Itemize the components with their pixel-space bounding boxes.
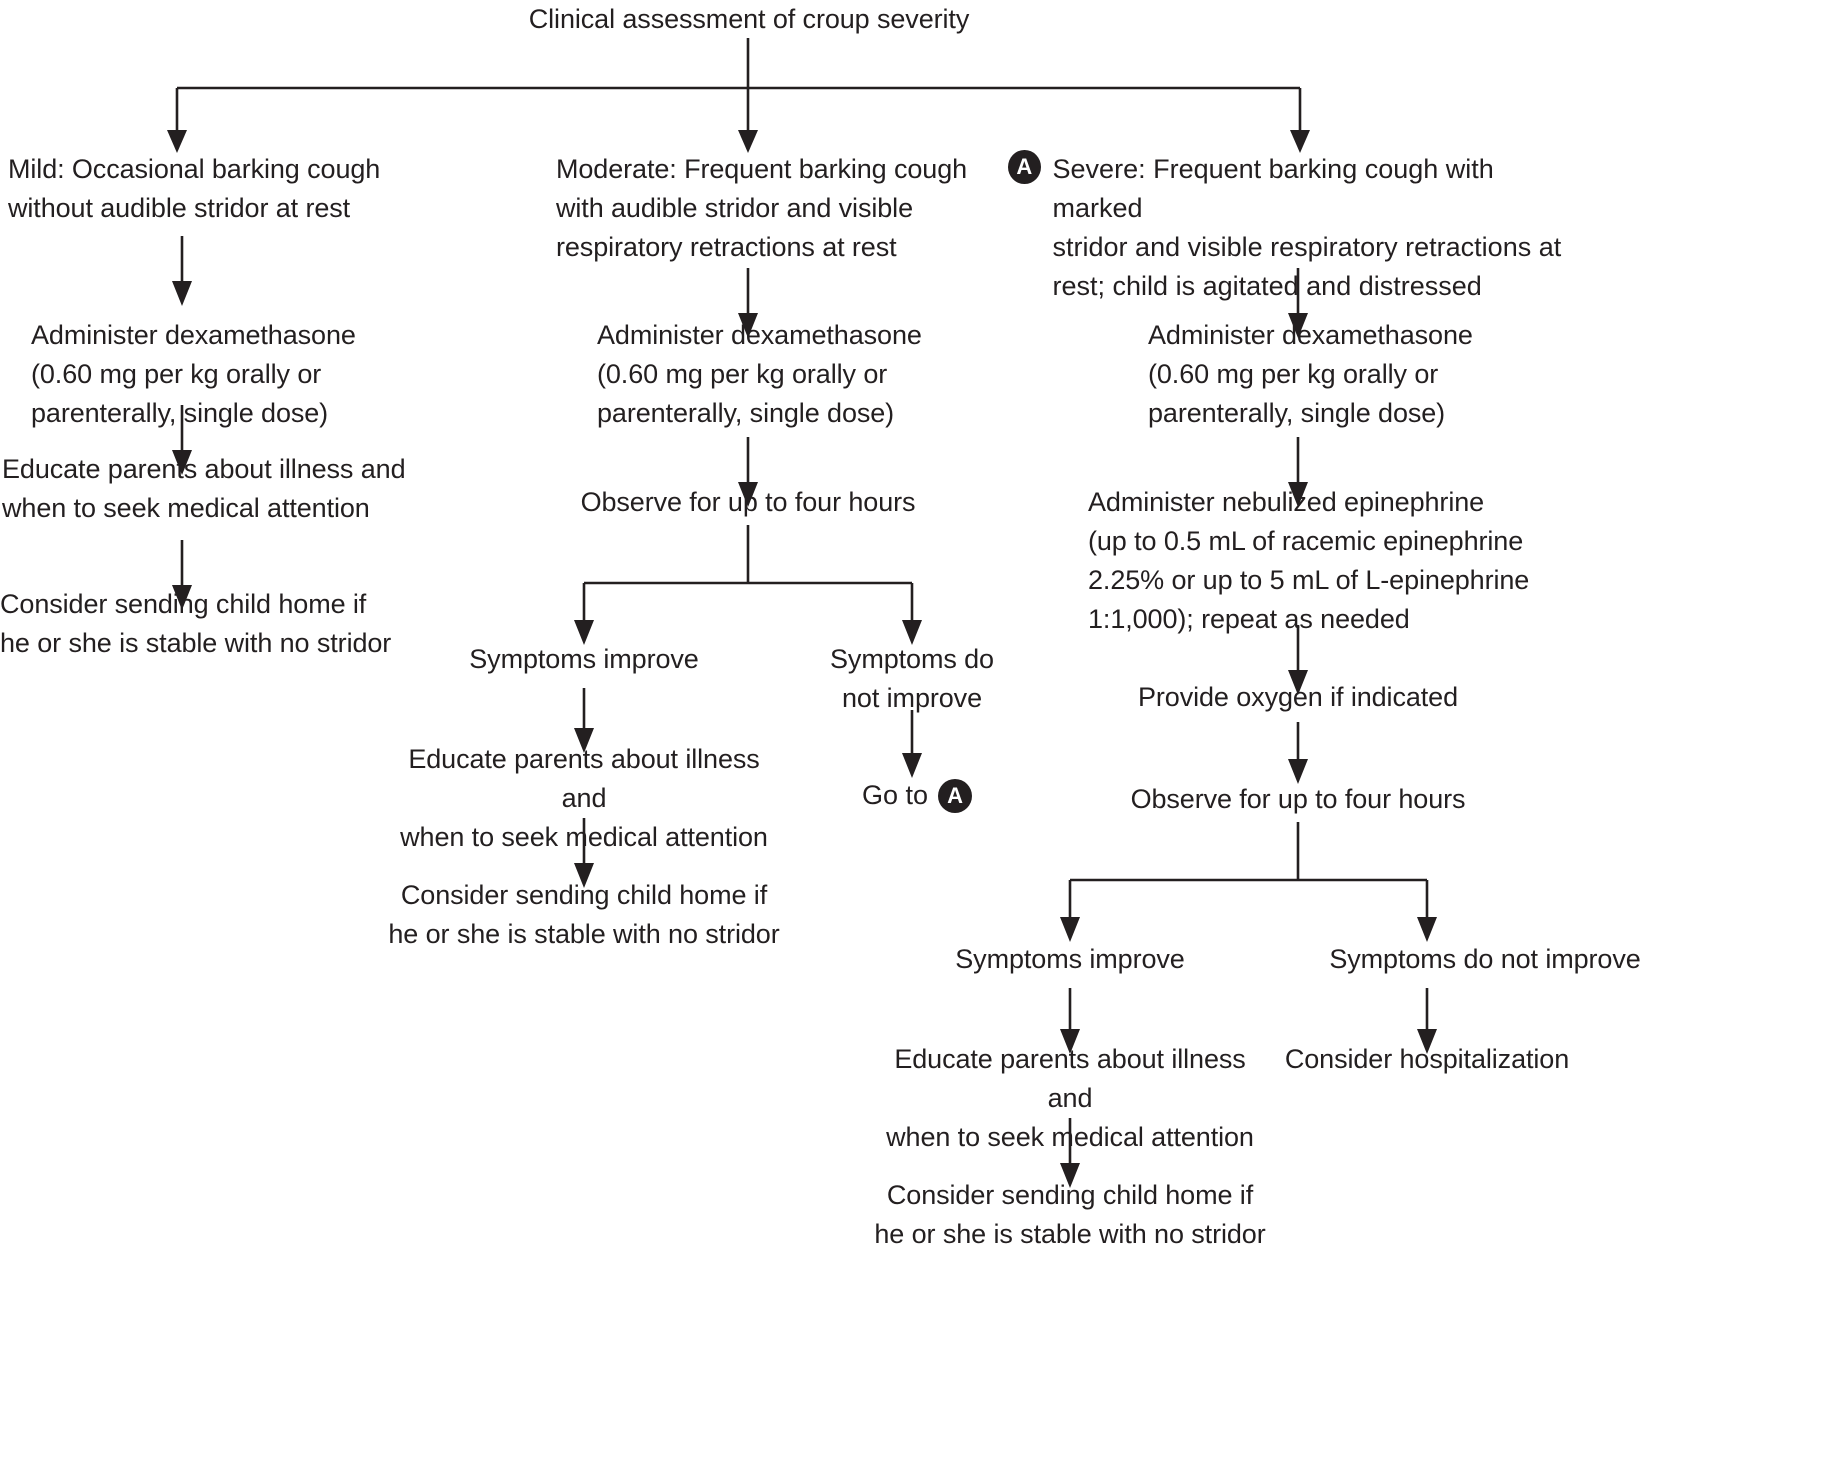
moderate-dexamethasone-step: Administer dexamethasone (0.60 mg per kg… xyxy=(597,320,922,428)
severe-epinephrine-step: Administer nebulized epinephrine (up to … xyxy=(1088,487,1530,634)
severe-to-epinephrine-arrow xyxy=(1150,437,1450,507)
mild-severity-description: Mild: Occasional barking cough without a… xyxy=(8,154,381,223)
marker-a-icon: A xyxy=(938,778,973,813)
moderate-symptoms-not-improve-label: Symptoms do not improve xyxy=(830,644,994,713)
root-splitter-connector xyxy=(0,38,1848,153)
goto-label: Go to xyxy=(862,780,929,810)
severe-oxygen-to-observe-arrow xyxy=(1150,722,1450,784)
severe-hospitalization-step: Consider hospitalization xyxy=(1284,1044,1570,1074)
mild-to-dexamethasone-arrow xyxy=(0,236,400,306)
severe-observe-step: Observe for up to four hours xyxy=(1130,784,1466,814)
mild-to-educate-arrow xyxy=(0,405,400,475)
moderate-to-observe-arrow xyxy=(600,437,900,507)
moderate-to-dexamethasone-arrow xyxy=(600,268,900,338)
moderate-goto-marker-a[interactable]: Go to A xyxy=(862,776,973,815)
mild-discharge-step: Consider sending child home if he or she… xyxy=(0,589,392,658)
severe-branch-splitter-connector xyxy=(1000,822,1848,942)
severe-not-improve-to-hospitalize-arrow xyxy=(1357,988,1557,1054)
severe-educate-parents-step: Educate parents about illness and when t… xyxy=(886,1044,1254,1152)
mild-to-discharge-arrow xyxy=(0,540,400,610)
mild-dexamethasone-step: Administer dexamethasone (0.60 mg per kg… xyxy=(31,320,356,428)
moderate-symptoms-improve-label: Symptoms improve xyxy=(469,644,699,674)
moderate-branch-splitter-connector xyxy=(500,525,1100,645)
severe-severity-description: Severe: Frequent barking cough with mark… xyxy=(1052,154,1562,301)
severe-to-dexamethasone-arrow xyxy=(1150,268,1450,338)
severe-severity-description-row: A Severe: Frequent barking cough with ma… xyxy=(1008,150,1568,306)
severe-oxygen-step: Provide oxygen if indicated xyxy=(1138,682,1458,712)
severe-discharge-step: Consider sending child home if he or she… xyxy=(874,1180,1266,1249)
moderate-educate-parents-step: Educate parents about illness and when t… xyxy=(400,744,768,852)
moderate-discharge-step: Consider sending child home if he or she… xyxy=(388,880,780,949)
moderate-observe-step: Observe for up to four hours xyxy=(580,487,916,517)
severe-symptoms-improve-label: Symptoms improve xyxy=(955,944,1185,974)
moderate-educate-to-discharge-arrow xyxy=(500,818,700,888)
page-title: Clinical assessment of croup severity xyxy=(528,4,970,34)
moderate-severity-description: Moderate: Frequent barking cough with au… xyxy=(556,154,968,262)
moderate-improve-to-educate-arrow xyxy=(500,688,700,753)
severe-epinephrine-to-oxygen-arrow xyxy=(1150,625,1450,695)
moderate-not-improve-to-goto-arrow xyxy=(830,710,1030,778)
severe-improve-to-educate-arrow xyxy=(1000,988,1200,1054)
severe-dexamethasone-step: Administer dexamethasone (0.60 mg per kg… xyxy=(1148,320,1473,428)
severe-educate-to-discharge-arrow xyxy=(1000,1118,1200,1188)
marker-a-icon: A xyxy=(1008,150,1041,184)
severe-symptoms-not-improve-label: Symptoms do not improve xyxy=(1329,944,1641,974)
mild-educate-parents-step: Educate parents about illness and when t… xyxy=(2,454,406,523)
